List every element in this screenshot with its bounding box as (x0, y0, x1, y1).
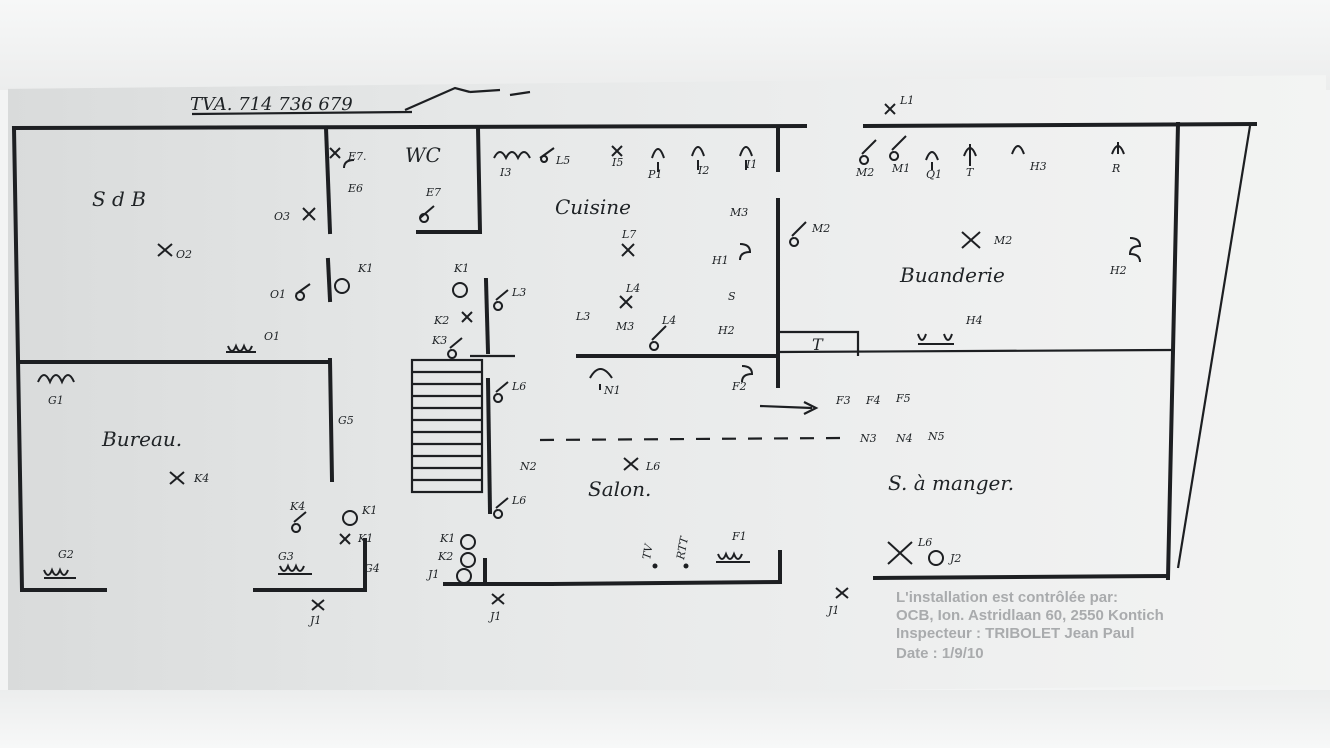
label-o1: O1 (270, 288, 286, 301)
label-k3: K3 (431, 334, 447, 347)
label-j1b: J1 (308, 614, 321, 627)
label-o1b: O1 (264, 330, 280, 343)
label-e7b: E7 (425, 186, 441, 199)
stamp-line-3: Inspecteur : TRIBOLET Jean Paul (896, 625, 1134, 642)
label-g2: G2 (58, 548, 74, 561)
label-m2a: M2 (855, 166, 874, 179)
label-k2b: K2 (437, 550, 453, 563)
label-i1: I1 (745, 158, 757, 171)
label-l7: L7 (621, 228, 636, 241)
screen-glare-top (0, 0, 1330, 90)
label-k4b: K4 (289, 500, 305, 513)
label-l6b: L6 (511, 494, 526, 507)
label-g4: G4 (364, 562, 380, 575)
label-o2: O2 (176, 248, 192, 261)
room-cuisine: Cuisine (555, 195, 631, 219)
label-n5: N5 (927, 430, 945, 443)
label-s: S (728, 290, 736, 303)
label-j1d: J1 (826, 604, 839, 617)
switch-symbols (291, 135, 907, 533)
label-m3a: M3 (729, 206, 748, 219)
label-l6c: L6 (645, 460, 660, 473)
label-k1a: K1 (357, 262, 373, 275)
label-l3a: L3 (511, 286, 526, 299)
screen-glare-bottom (0, 690, 1330, 748)
label-m3b: M3 (615, 320, 634, 333)
arrow-f (759, 401, 819, 415)
label-tbox: T (812, 335, 824, 354)
room-salon: Salon. (588, 477, 651, 501)
label-j1a: J1 (426, 568, 439, 581)
label-n3: N3 (859, 432, 877, 445)
label-e7a: E7. (347, 150, 367, 163)
inspection-stamp: L'installation est contrôlée par: OCB, I… (896, 589, 1164, 662)
tva-flourish (404, 86, 531, 112)
label-q1: Q1 (926, 168, 942, 181)
tva-underline (191, 110, 413, 116)
label-m2b: M2 (811, 222, 830, 235)
label-k1e: K1 (439, 532, 455, 545)
label-f4: F4 (865, 394, 881, 407)
label-l6d: L6 (917, 536, 932, 549)
label-l6a: L6 (511, 380, 526, 393)
label-k1c: K1 (361, 504, 377, 517)
label-i3: I3 (499, 166, 511, 179)
label-l1: L1 (899, 94, 914, 107)
label-h4: H4 (965, 314, 983, 327)
stamp-line-2: OCB, Ion. Astridlaan 60, 2550 Kontich (896, 607, 1164, 624)
label-j2: J2 (948, 552, 961, 565)
label-h3: H3 (1029, 160, 1047, 173)
walls (11, 121, 1258, 592)
label-h2: H2 (1109, 264, 1127, 277)
label-n4: N4 (895, 432, 913, 445)
label-i2: I2 (697, 164, 709, 177)
label-g3: G3 (278, 550, 294, 563)
label-f5: F5 (895, 392, 911, 405)
label-r: R (1111, 162, 1120, 175)
label-g5: G5 (338, 414, 354, 427)
label-t: T (966, 166, 975, 179)
label-tv: TV (640, 542, 656, 560)
label-f2: F2 (731, 380, 747, 393)
label-l4a: L4 (625, 282, 640, 295)
label-m1: M1 (891, 162, 910, 175)
label-l3b: L3 (575, 310, 590, 323)
label-h1: H1 (711, 254, 729, 267)
label-o3: O3 (274, 210, 290, 223)
dashed-separator (539, 436, 841, 442)
light-point-symbols (157, 103, 981, 611)
staircase (410, 358, 484, 494)
socket-symbols (37, 142, 1142, 579)
label-k1d: K1 (357, 532, 373, 545)
label-h2b: H2 (717, 324, 735, 337)
label-g1: G1 (48, 394, 64, 407)
label-f3: F3 (835, 394, 851, 407)
room-buanderie: Buanderie (899, 263, 1005, 287)
outlet-symbols (334, 278, 944, 584)
label-l5: L5 (555, 154, 570, 167)
tva-number: TVA. 714 736 679 (190, 94, 353, 115)
label-n2: N2 (519, 460, 537, 473)
label-k2: K2 (433, 314, 449, 327)
label-i5: I5 (611, 156, 623, 169)
label-f1: F1 (731, 530, 747, 543)
room-wc: WC (405, 143, 441, 167)
label-k1b: K1 (453, 262, 469, 275)
room-sdb: S d B (92, 187, 146, 211)
label-k4: K4 (193, 472, 209, 485)
label-n1: N1 (603, 384, 621, 397)
label-rtt: RTT (674, 534, 691, 561)
label-m2c: M2 (993, 234, 1012, 247)
label-j1c: J1 (488, 610, 501, 623)
room-salle-a-manger: S. à manger. (888, 471, 1014, 495)
stamp-line-1: L'installation est contrôlée par: (896, 589, 1118, 606)
stamp-line-4: Date : 1/9/10 (896, 645, 984, 662)
label-l4b: L4 (661, 314, 676, 327)
label-p1: P1 (647, 168, 662, 181)
room-bureau: Bureau. (101, 427, 182, 451)
label-e6: E6 (347, 182, 363, 195)
